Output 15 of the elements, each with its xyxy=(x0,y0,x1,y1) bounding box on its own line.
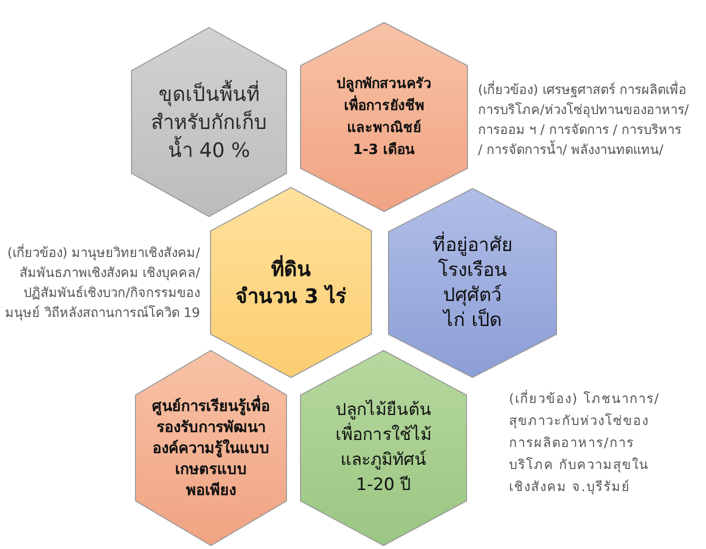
hexagon xyxy=(131,27,287,217)
related-topics-note: (เกี่ยวข้อง) โภชนาการ/สุขภาวะกับห่วงโซ่ของการผลิตอาหาร/การบริโภค กับความสุขในเชิงสังคม จ.บุรีรัมย์ xyxy=(509,389,660,499)
related-topics-note: (เกี่ยวข้อง) มานุษยวิทยาเชิงสังคม/สัมพันธภาพเชิงสังคม เชิงบุคคล/ปฏิสัมพันธ์เชิงบวก/กิจกรรมของมนุษย์ วิถีหลังสถานการณ์โควิด 19 xyxy=(5,244,200,324)
hexagon-label: ปลูกไม้ยืนต้นเพื่อการใช้ไม้และภูมิทัศน์ 1-20 ปี xyxy=(336,398,432,497)
hexagon-label: ขุดเป็นพื้นที่สำหรับกักเก็บน้ำ 40 % xyxy=(151,80,267,164)
hexagon xyxy=(388,188,557,378)
hexagon xyxy=(135,350,287,546)
hexagon-label: ที่อยู่อาศัยโรงเรือนปศุศัตว์ไก่ เป็ด xyxy=(432,233,512,333)
hexagon xyxy=(300,22,468,212)
hexagon xyxy=(300,350,467,546)
hexagon xyxy=(210,187,372,378)
hexagon-label: ปลูกพักสวนครัวเพื่อการยังชีพและพาณิชย์ 1-3 เดือน xyxy=(336,75,432,160)
related-topics-note: (เกี่ยวข้อง) เศรษฐศาสตร์ การผลิตเพื่อการบริโภค/ห่วงโซ่อุปทานของอาหาร/การออม ฯ / การจัดการ / การบริหาร / การจัดการน้ำ/ พลังงานทดแทน/ xyxy=(478,81,689,161)
hexagon-label: ที่ดินจำนวน 3 ไร่ xyxy=(236,256,346,310)
hexagon-label: ศูนย์การเรียนรู้เพื่อรองรับการพัฒนาองค์ความรู้ในแบบเกษตรแบบพอเพียง xyxy=(152,396,270,500)
